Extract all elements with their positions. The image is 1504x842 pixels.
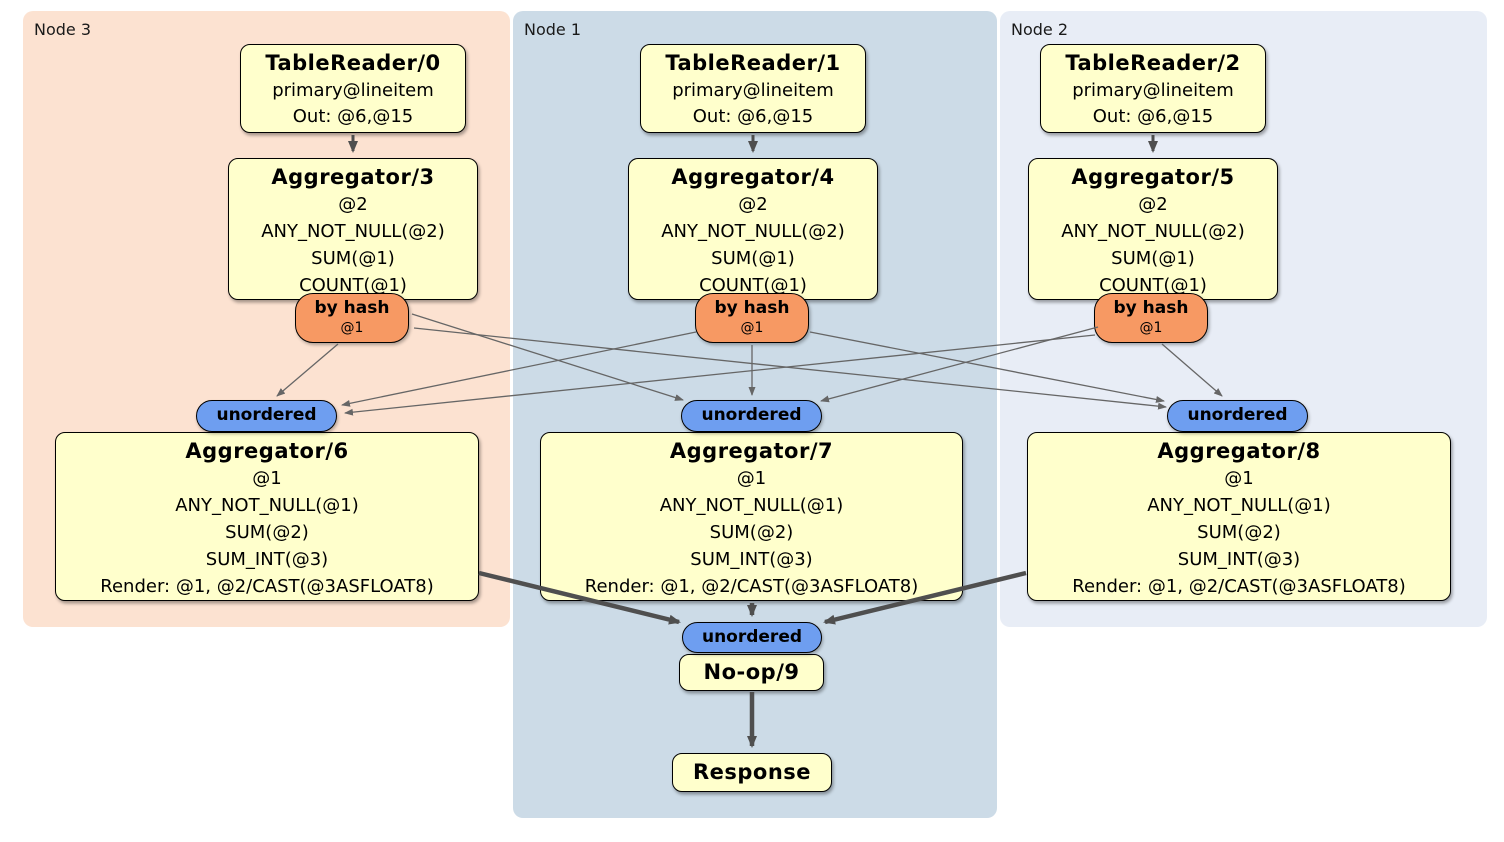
processor-title: Aggregator/4 xyxy=(671,165,835,189)
processor-detail: primary@lineitem xyxy=(272,80,434,101)
processor-detail: SUM_INT(@3) xyxy=(205,549,329,570)
router-label: by hash xyxy=(1113,298,1189,318)
processor-detail: Render: @1, @2/CAST(@3ASFLOAT8) xyxy=(1072,576,1406,597)
processor-title: TableReader/1 xyxy=(665,51,841,75)
router-detail: @1 xyxy=(1139,320,1163,336)
processor-detail: ANY_NOT_NULL(@1) xyxy=(1147,495,1331,516)
processor-title: No-op/9 xyxy=(703,660,800,684)
processor-detail: @1 xyxy=(252,468,282,489)
processor-detail: SUM(@2) xyxy=(1197,522,1281,543)
processor-aggregator-4: Aggregator/4 @2 ANY_NOT_NULL(@2) SUM(@1)… xyxy=(628,158,878,300)
panel-node-3-label: Node 3 xyxy=(34,20,92,39)
processor-detail: COUNT(@1) xyxy=(699,275,807,296)
sync-label: unordered xyxy=(701,405,802,425)
processor-title: Aggregator/7 xyxy=(669,439,834,463)
processor-title: Aggregator/5 xyxy=(1071,165,1235,189)
processor-aggregator-5: Aggregator/5 @2 ANY_NOT_NULL(@2) SUM(@1)… xyxy=(1028,158,1278,300)
processor-aggregator-8: Aggregator/8 @1 ANY_NOT_NULL(@1) SUM(@2)… xyxy=(1027,432,1451,601)
processor-tablereader-1: TableReader/1 primary@lineitem Out: @6,@… xyxy=(640,44,866,133)
panel-node-1-label: Node 1 xyxy=(524,20,582,39)
processor-response: Response xyxy=(672,753,832,792)
router-by-hash-5: by hash @1 xyxy=(1094,293,1208,343)
processor-detail: @1 xyxy=(1224,468,1254,489)
panel-node-2-label: Node 2 xyxy=(1011,20,1069,39)
processor-aggregator-3: Aggregator/3 @2 ANY_NOT_NULL(@2) SUM(@1)… xyxy=(228,158,478,300)
processor-detail: Render: @1, @2/CAST(@3ASFLOAT8) xyxy=(100,576,434,597)
processor-detail: Out: @6,@15 xyxy=(1092,106,1214,127)
processor-detail: SUM(@1) xyxy=(711,248,795,269)
processor-detail: Render: @1, @2/CAST(@3ASFLOAT8) xyxy=(584,576,919,597)
processor-detail: COUNT(@1) xyxy=(1099,275,1207,296)
processor-tablereader-0: TableReader/0 primary@lineitem Out: @6,@… xyxy=(240,44,466,133)
processor-detail: SUM_INT(@3) xyxy=(690,549,813,570)
processor-detail: @2 xyxy=(738,194,768,215)
processor-detail: ANY_NOT_NULL(@2) xyxy=(1061,221,1245,242)
router-detail: @1 xyxy=(740,320,764,336)
processor-noop-9: No-op/9 xyxy=(679,654,824,691)
processor-detail: Out: @6,@15 xyxy=(692,106,814,127)
processor-aggregator-7: Aggregator/7 @1 ANY_NOT_NULL(@1) SUM(@2)… xyxy=(540,432,963,601)
processor-detail: COUNT(@1) xyxy=(299,275,407,296)
processor-detail: ANY_NOT_NULL(@2) xyxy=(261,221,445,242)
sync-label: unordered xyxy=(1187,405,1288,425)
processor-aggregator-6: Aggregator/6 @1 ANY_NOT_NULL(@1) SUM(@2)… xyxy=(55,432,479,601)
sync-unordered-7: unordered xyxy=(681,400,822,432)
sync-label: unordered xyxy=(216,405,317,425)
processor-detail: SUM(@1) xyxy=(1111,248,1195,269)
processor-detail: @1 xyxy=(736,468,767,489)
processor-title: Aggregator/6 xyxy=(185,439,349,463)
router-detail: @1 xyxy=(340,320,364,336)
sync-unordered-9: unordered xyxy=(682,622,822,653)
router-label: by hash xyxy=(714,298,790,318)
router-by-hash-3: by hash @1 xyxy=(295,293,409,343)
sync-unordered-6: unordered xyxy=(196,400,337,432)
processor-title: Aggregator/8 xyxy=(1157,439,1321,463)
processor-detail: ANY_NOT_NULL(@1) xyxy=(659,495,844,516)
router-label: by hash xyxy=(314,298,390,318)
processor-detail: SUM(@1) xyxy=(311,248,395,269)
sync-label: unordered xyxy=(701,627,803,647)
processor-detail: SUM_INT(@3) xyxy=(1177,549,1301,570)
processor-detail: Out: @6,@15 xyxy=(292,106,414,127)
processor-detail: primary@lineitem xyxy=(1072,80,1234,101)
processor-title: Aggregator/3 xyxy=(271,165,435,189)
processor-tablereader-2: TableReader/2 primary@lineitem Out: @6,@… xyxy=(1040,44,1266,133)
processor-detail: SUM(@2) xyxy=(225,522,309,543)
router-by-hash-4: by hash @1 xyxy=(695,293,809,343)
processor-detail: ANY_NOT_NULL(@1) xyxy=(175,495,359,516)
processor-title: TableReader/0 xyxy=(265,51,441,75)
processor-title: TableReader/2 xyxy=(1065,51,1241,75)
processor-title: Response xyxy=(692,760,812,784)
processor-detail: @2 xyxy=(338,194,368,215)
processor-detail: ANY_NOT_NULL(@2) xyxy=(661,221,845,242)
processor-detail: SUM(@2) xyxy=(709,522,794,543)
processor-detail: @2 xyxy=(1138,194,1168,215)
processor-detail: primary@lineitem xyxy=(672,80,834,101)
sync-unordered-8: unordered xyxy=(1167,400,1308,432)
